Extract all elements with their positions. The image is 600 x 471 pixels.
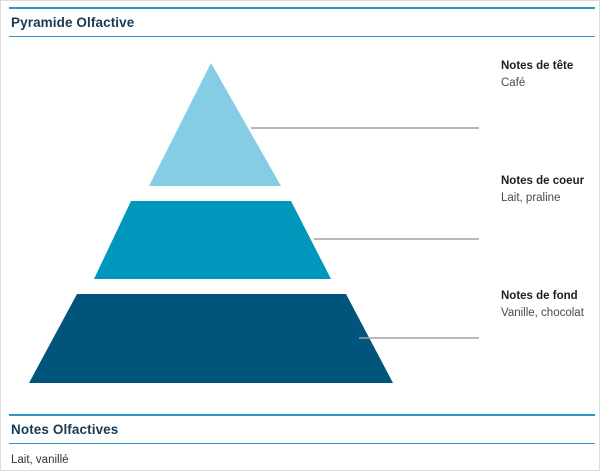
callout-title-tete: Notes de tête	[501, 60, 574, 72]
callout-tete: Notes de tête Café	[501, 59, 597, 91]
callout-value-tete: Café	[501, 77, 526, 89]
header-rule-bottom	[9, 36, 595, 37]
footer-header: Notes Olfactives	[9, 414, 595, 444]
callout-title-fond: Notes de fond	[501, 290, 578, 302]
pyramid-tier-tete[interactable]	[149, 63, 281, 186]
footer-title: Notes Olfactives	[11, 422, 119, 437]
callout-coeur: Notes de coeur Lait, praline	[501, 174, 597, 206]
callout-fond: Notes de fond Vanille, chocolat	[501, 289, 597, 321]
pyramid-tier-coeur[interactable]	[94, 201, 331, 279]
page-title: Pyramide Olfactive	[11, 15, 135, 30]
callout-value-coeur: Lait, praline	[501, 192, 561, 204]
callout-value-fond: Vanille, chocolat	[501, 307, 584, 319]
footer-notes-value: Lait, vanillé	[11, 454, 69, 466]
callout-title-coeur: Notes de coeur	[501, 175, 585, 187]
page-header: Pyramide Olfactive	[9, 7, 595, 37]
footer-rule-bottom	[9, 443, 595, 444]
header-rule-top	[9, 7, 595, 9]
pyramid-tier-fond[interactable]	[29, 294, 393, 383]
footer-rule-top	[9, 414, 595, 416]
